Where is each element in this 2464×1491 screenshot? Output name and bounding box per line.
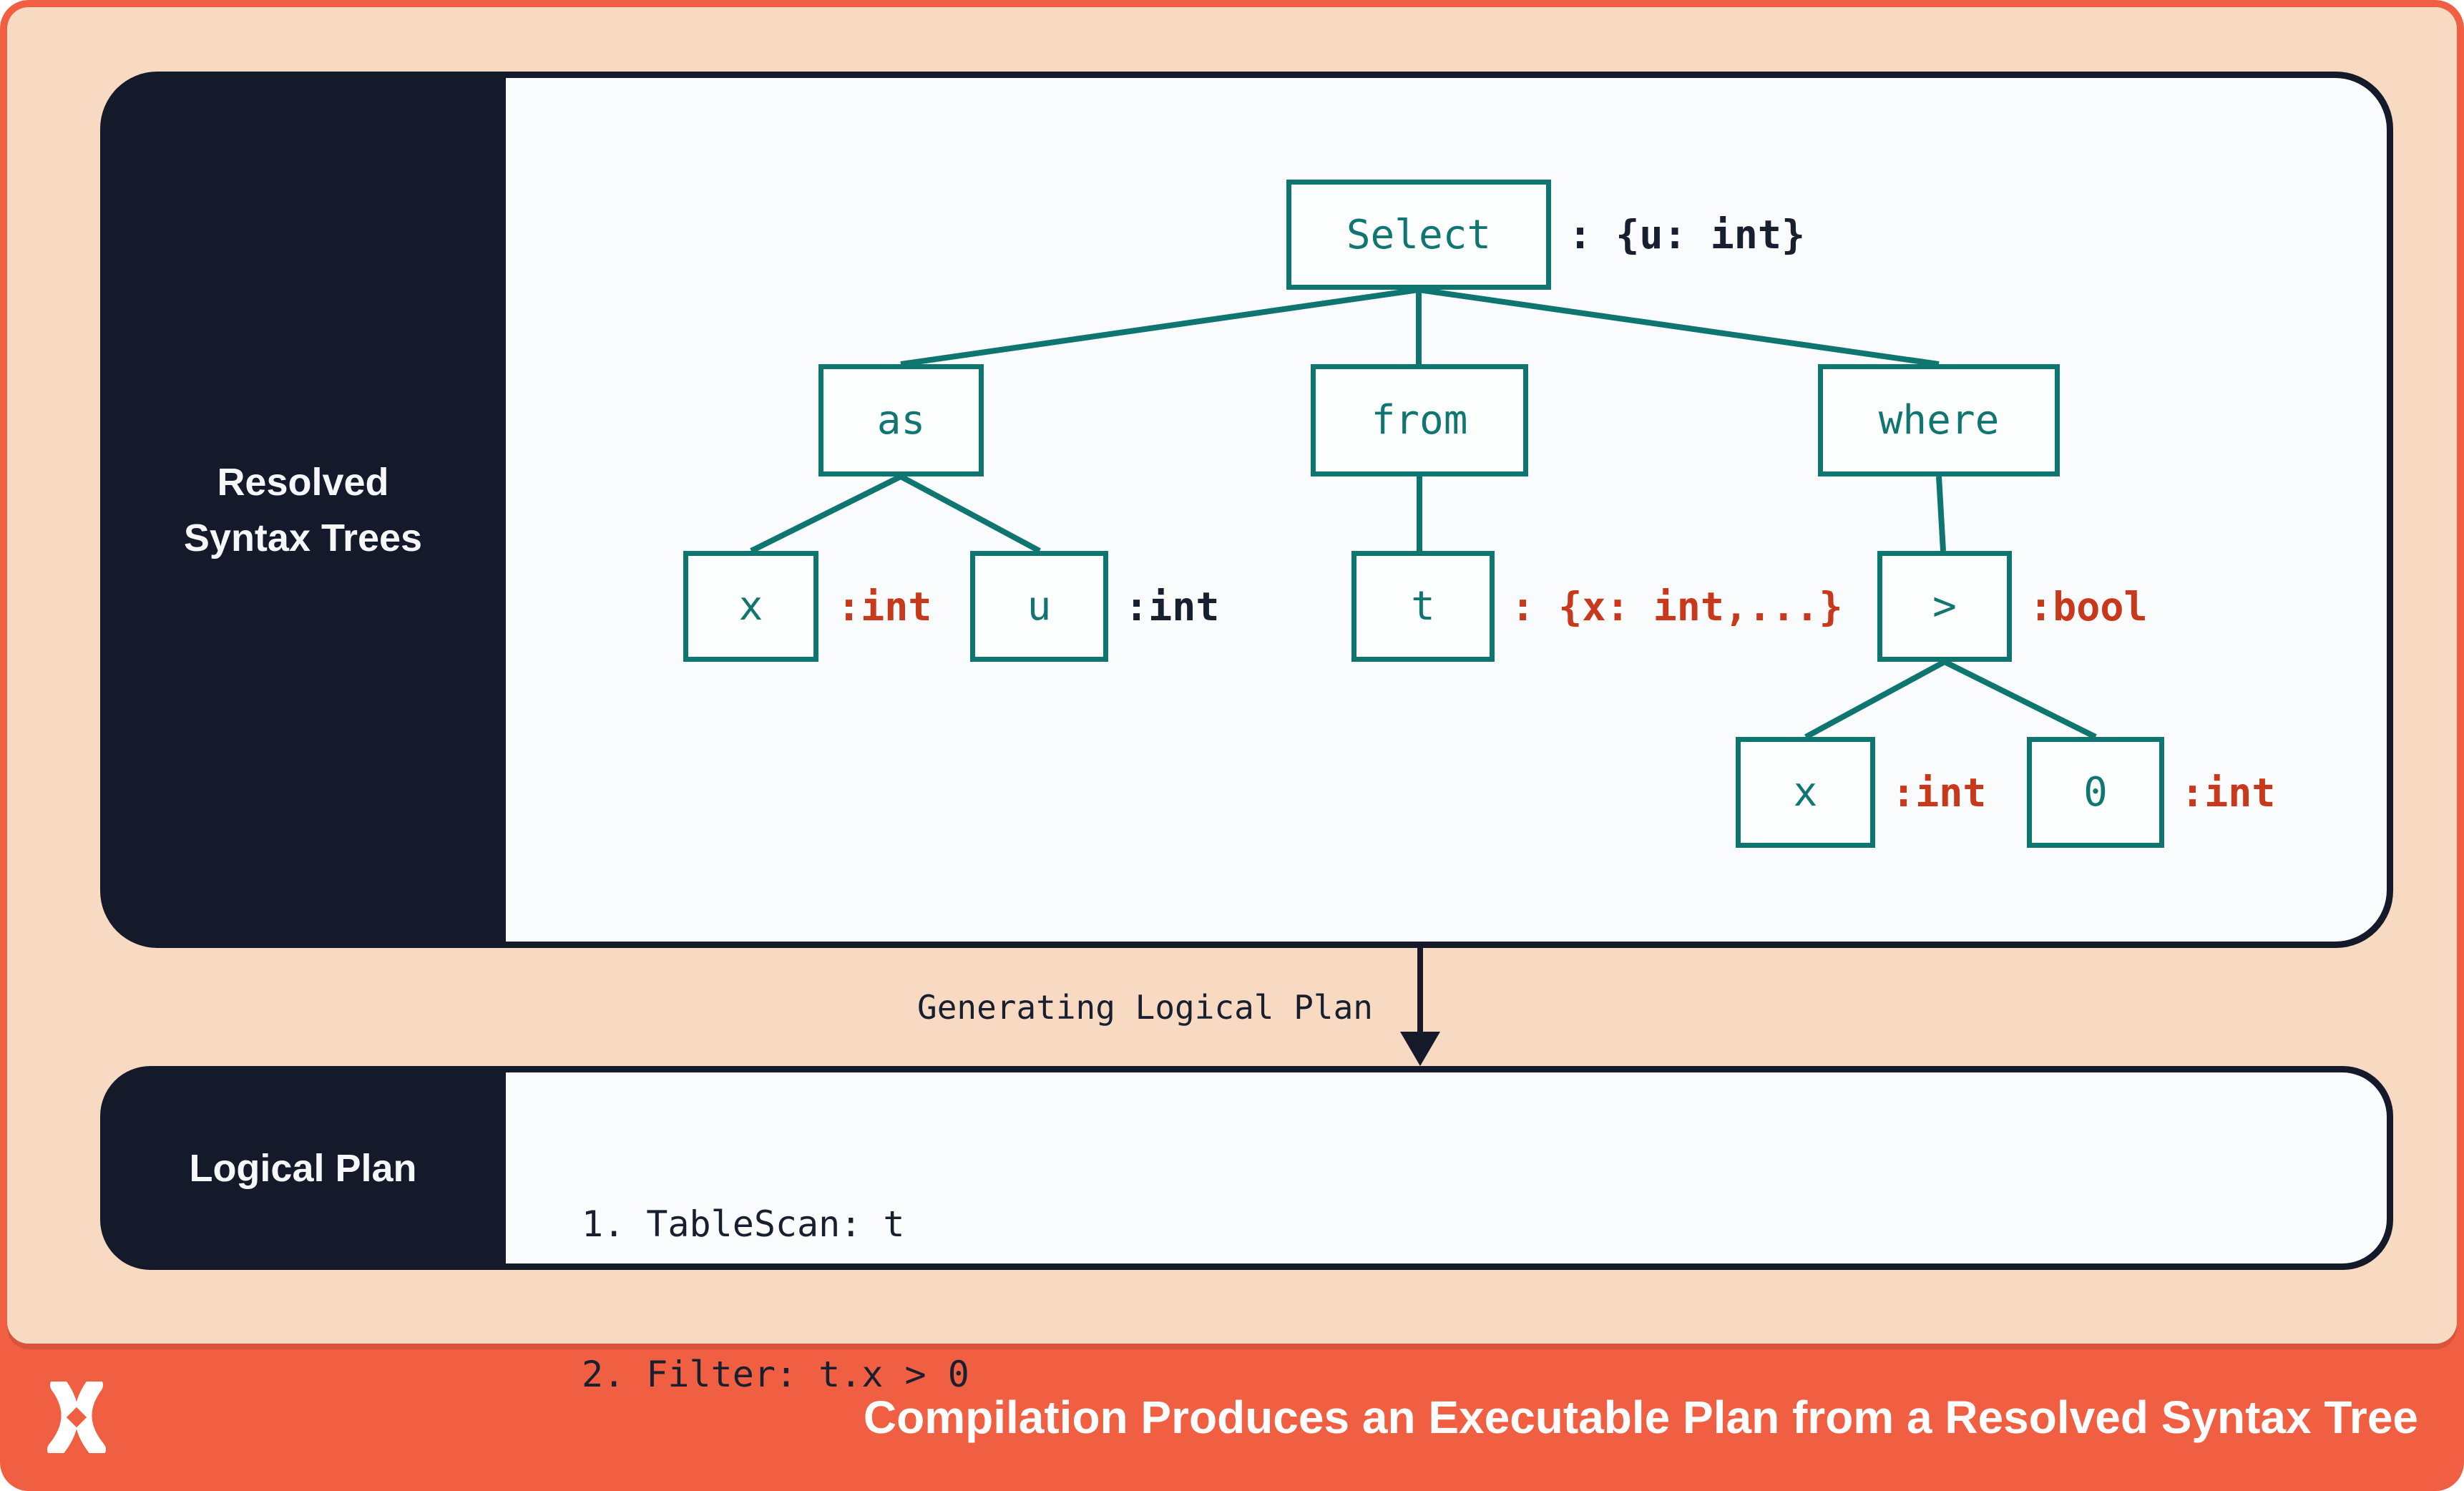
resolved-syntax-trees-sidebar-label: Resolved Syntax Trees: [100, 72, 506, 948]
plan-step-2: 2. Filter: t.x > 0: [582, 1354, 969, 1395]
annotation-const-zero-type: :int: [2181, 769, 2276, 816]
tree-node-select: Select: [1286, 180, 1551, 290]
tree-node-as: as: [818, 364, 984, 476]
plan-step-1: 1. TableScan: t: [582, 1203, 905, 1245]
sidebar-label-line2: Syntax Trees: [183, 516, 423, 559]
annotation-select-type: : {u: int}: [1568, 212, 1806, 258]
annotation-op-gt-type: :bool: [2029, 583, 2148, 630]
tree-edges: [750, 287, 2097, 740]
footer-title: Compilation Produces an Executable Plan …: [863, 1392, 2418, 1443]
logical-plan-steps: 1. TableScan: t 2. Filter: t.x > 0 3. Pr…: [582, 1099, 1077, 1491]
down-arrow-shaft: [1417, 948, 1423, 1035]
annotation-cond-x-type: :int: [1892, 769, 1987, 816]
sidebar-label-text: Logical Plan: [189, 1146, 417, 1190]
annotation-table-t-type: : {x: int,...}: [1511, 583, 1843, 630]
annotation-alias-x-type: :int: [837, 583, 932, 630]
logical-plan-panel: Logical Plan 1. TableScan: t 2. Filter: …: [100, 1066, 2393, 1395]
footer-bar: Compilation Produces an Executable Plan …: [0, 1344, 2464, 1491]
dolt-x-logo-icon: [47, 1382, 106, 1453]
down-arrow-icon: [1400, 1032, 1440, 1066]
logical-plan-canvas: [506, 1072, 2387, 1263]
tree-node-op-gt: >: [1877, 551, 2012, 662]
generating-logical-plan-label: Generating Logical Plan: [917, 988, 1373, 1027]
sidebar-label-line1: Resolved: [217, 460, 389, 504]
tree-node-cond-x: x: [1736, 737, 1875, 848]
annotation-alias-u-type: :int: [1125, 583, 1220, 630]
tree-node-table-t: t: [1351, 551, 1495, 662]
tree-node-from: from: [1311, 364, 1528, 476]
tree-node-alias-x: x: [683, 551, 818, 662]
resolved-syntax-trees-panel: Resolved Syntax Trees Select : {u: int} …: [100, 72, 2393, 948]
tree-node-where: where: [1818, 364, 2060, 476]
tree-node-const-zero: 0: [2027, 737, 2164, 848]
tree-node-alias-u: u: [970, 551, 1108, 662]
logical-plan-sidebar-label: Logical Plan: [100, 1066, 506, 1270]
